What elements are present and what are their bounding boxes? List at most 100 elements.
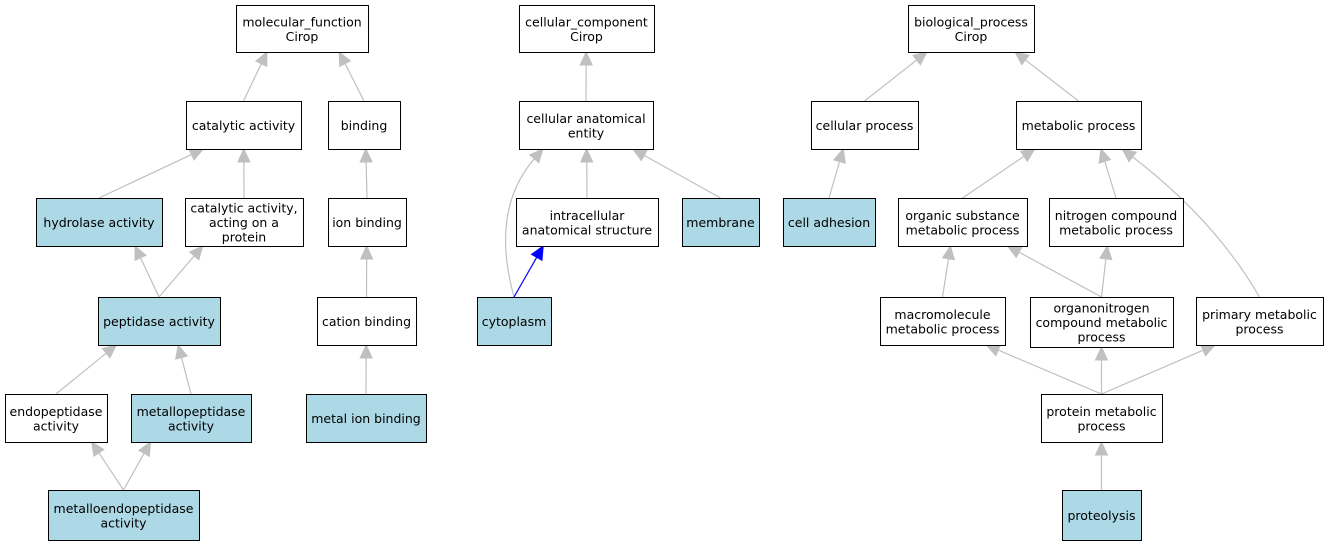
edge-arrowhead (530, 244, 544, 262)
node-label: protein metabolic (1046, 404, 1156, 419)
node-label: cytoplasm (482, 314, 547, 329)
node-label: nitrogen compound (1055, 208, 1177, 223)
edge-arrowhead (832, 147, 846, 164)
node-label: activity (100, 515, 147, 530)
edge-arrowhead (101, 344, 118, 359)
node-label: metabolic process (906, 222, 1020, 237)
node-label: metal ion binding (311, 411, 421, 426)
edge-organonitrogen-to-nitrogen (1099, 244, 1113, 298)
edge-binding-to-mf (338, 50, 365, 102)
node-box (1030, 297, 1174, 348)
node-box (48, 490, 200, 541)
node-box (516, 198, 659, 247)
edge-arrowhead (1099, 244, 1113, 261)
edge-arrowhead (254, 50, 268, 68)
node-catalytic[interactable]: catalytic activity (186, 101, 302, 150)
edge-line (139, 257, 160, 298)
node-label: proteolysis (1067, 508, 1135, 523)
node-label: activity (33, 418, 80, 433)
edge-arrowhead (338, 50, 352, 68)
edge-line (344, 63, 365, 102)
node-hydrolase[interactable]: hydrolase activity (36, 198, 163, 247)
edge-ion_binding-to-binding (359, 147, 373, 199)
node-cytoplasm[interactable]: cytoplasm (477, 297, 552, 346)
edge-arrowhead (1006, 245, 1023, 259)
node-membrane[interactable]: membrane (682, 198, 760, 247)
edge-primary-to-metabolic (1121, 148, 1261, 298)
edges-layer (55, 50, 1261, 491)
edge-cat_protein-to-catalytic (237, 147, 251, 199)
edge-line (962, 155, 1025, 199)
node-label: organic substance (905, 208, 1020, 223)
node-peptidase[interactable]: peptidase activity (98, 297, 221, 346)
node-cation-binding[interactable]: cation binding (317, 297, 417, 346)
node-label: biological_process (914, 14, 1028, 29)
node-box (236, 5, 369, 53)
edge-arrowhead (1098, 147, 1112, 164)
node-label: cellular process (816, 118, 914, 133)
edge-metallopeptidase-to-peptidase (175, 343, 192, 395)
edge-line (1132, 156, 1261, 298)
node-proteolysis[interactable]: proteolysis (1062, 490, 1142, 541)
node-cell-adhesion[interactable]: cell adhesion (783, 198, 876, 247)
node-label: macromolecule (894, 307, 990, 322)
node-metabolic[interactable]: metabolic process (1016, 101, 1142, 150)
edge-cytoplasm-to-ias (513, 244, 544, 298)
node-label: protein (222, 230, 266, 245)
edge-membrane-to-cae (631, 148, 721, 199)
node-box (98, 297, 221, 346)
node-box (36, 198, 163, 247)
node-label: Cirop (286, 29, 319, 44)
node-box (328, 198, 407, 247)
edge-protein_metabolic-to-macromolecule (985, 344, 1102, 395)
node-box (477, 297, 552, 346)
edge-arrowhead (1199, 344, 1217, 357)
node-ion-binding[interactable]: ion binding (328, 198, 407, 247)
node-label: metalloendopeptidase (54, 501, 194, 516)
edge-protein_metabolic-to-primary (1101, 344, 1217, 395)
node-box (880, 297, 1006, 346)
node-label: primary metabolic (1202, 307, 1317, 322)
edge-line (98, 153, 192, 199)
node-box (682, 198, 760, 247)
edge-arrowhead (579, 147, 594, 163)
edge-line (513, 256, 538, 298)
node-box (131, 394, 252, 443)
node-metal-ion[interactable]: metal ion binding (306, 394, 427, 443)
edge-line (158, 255, 195, 298)
node-label: cellular anatomical (526, 111, 645, 126)
node-box (1049, 198, 1184, 247)
node-label: endopeptidase (10, 404, 103, 419)
node-label: process (1077, 330, 1125, 345)
edge-organonitrogen-to-organic (1006, 245, 1102, 298)
edge-ias-to-cae (579, 147, 594, 199)
node-cellular-process[interactable]: cellular process (811, 101, 919, 150)
node-binding[interactable]: binding (328, 101, 401, 150)
node-box (519, 101, 654, 150)
edge-catalytic-to-mf (242, 50, 268, 102)
node-label: peptidase activity (103, 314, 215, 329)
edge-hydrolase-to-catalytic (98, 148, 205, 199)
edge-metabolic-to-bp (1014, 51, 1079, 102)
edge-arrowhead (137, 440, 152, 458)
node-label: hydrolase activity (43, 215, 155, 230)
node-label: metallopeptidase (137, 404, 246, 419)
node-label: cation binding (322, 314, 411, 329)
node-label: process (1077, 418, 1125, 433)
